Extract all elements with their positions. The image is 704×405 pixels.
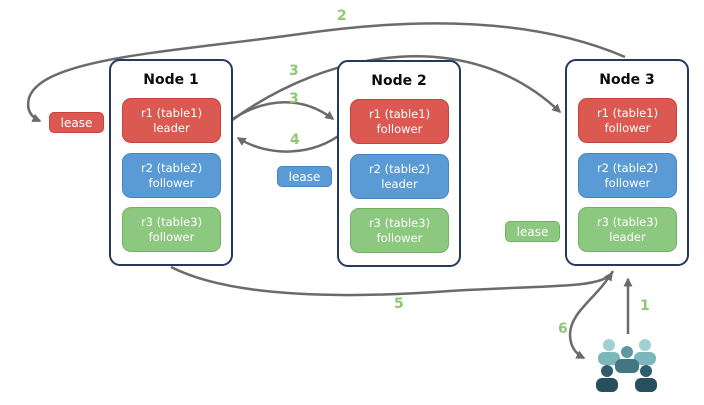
arrow-step-5 [170,265,614,297]
replica-role: follower [604,120,651,135]
replica-role: follower [376,230,423,245]
replica-name: r1 (table1) [596,105,659,120]
flow-label-5: 5 [394,296,404,312]
replica-role: leader [609,229,646,244]
arrow-step-3-to-node2 [230,101,335,122]
flow-label-2: 2 [337,8,347,24]
replica-role: leader [153,120,190,135]
node-2: Node 2 r1 (table1) follower r2 (table2) … [337,60,461,267]
arrow-step-6 [568,270,615,360]
node-3-title: Node 3 [599,72,655,88]
node-2-title: Node 2 [371,73,427,89]
replica-name: r2 (table2) [368,161,431,176]
flow-label-1: 1 [640,298,650,314]
replica-name: r1 (table1) [140,105,203,120]
node-2-replica-r2: r2 (table2) leader [350,154,449,199]
lease-label: lease [60,115,93,130]
node-1-title: Node 1 [143,72,199,88]
node-1: Node 1 r1 (table1) leader r2 (table2) fo… [109,59,233,266]
replica-role: leader [381,176,418,191]
replica-name: r3 (table3) [596,214,659,229]
lease-badge-r3: lease [505,221,560,242]
replica-name: r3 (table3) [140,214,203,229]
node-3-replica-r2: r2 (table2) follower [578,153,677,198]
node-3-replica-r3: r3 (table3) leader [578,207,677,252]
node-2-replica-r1: r1 (table1) follower [350,99,449,144]
node-1-replica-r3: r3 (table3) follower [122,207,221,252]
replica-name: r2 (table2) [140,160,203,175]
node-1-replica-r2: r2 (table2) follower [122,153,221,198]
flow-label-3b: 3 [289,91,299,107]
node-2-replica-r3: r3 (table3) follower [350,208,449,253]
flow-label-3a: 3 [289,63,299,79]
replica-role: follower [148,229,195,244]
replica-role: follower [376,121,423,136]
flow-label-4: 4 [290,132,300,148]
node-1-replica-r1: r1 (table1) leader [122,98,221,143]
users-icon [596,339,657,392]
lease-label: lease [516,224,549,239]
replica-role: follower [148,175,195,190]
replica-name: r3 (table3) [368,215,431,230]
node-3: Node 3 r1 (table1) follower r2 (table2) … [565,59,689,266]
replica-name: r1 (table1) [368,106,431,121]
lease-badge-r2: lease [277,166,332,187]
flow-label-6: 6 [558,321,568,337]
replica-name: r2 (table2) [596,160,659,175]
lease-badge-r1: lease [49,112,104,133]
node-3-replica-r1: r1 (table1) follower [578,98,677,143]
lease-label: lease [288,169,321,184]
replica-role: follower [604,175,651,190]
